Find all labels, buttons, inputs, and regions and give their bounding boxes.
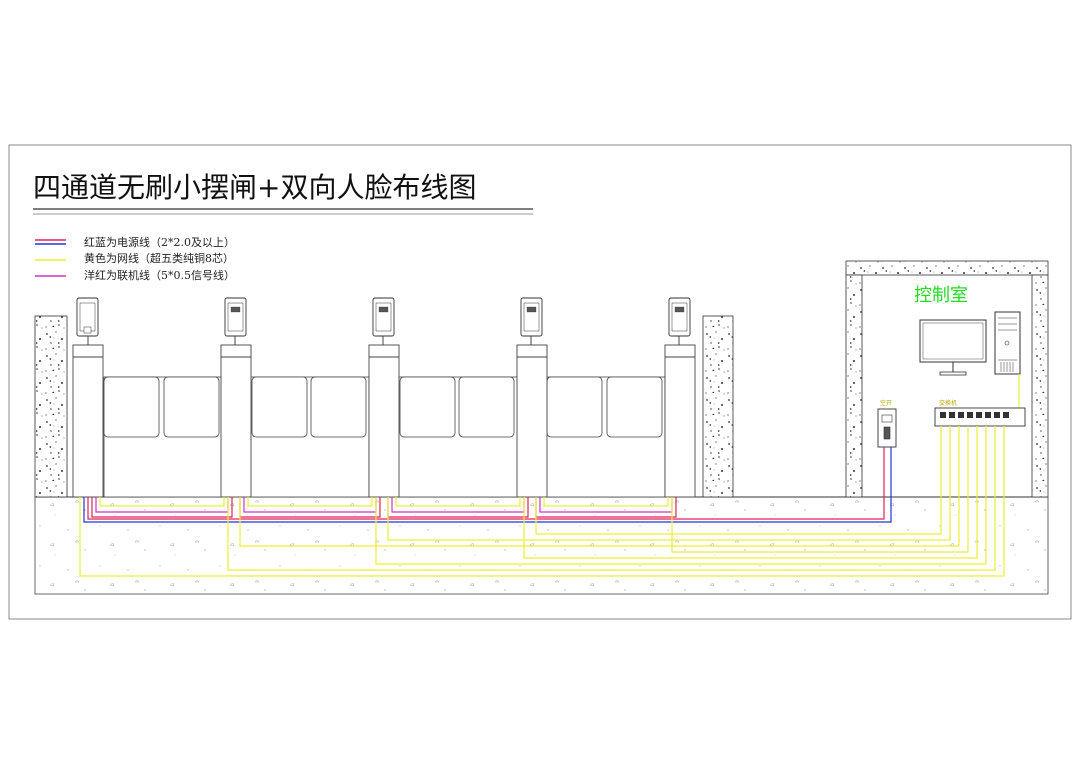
network-link-cable <box>247 497 373 507</box>
control-room-top-wall <box>845 260 1049 276</box>
breaker-icon: 空开 <box>877 399 897 448</box>
control-room-label: 控制室 <box>914 285 968 306</box>
control-room-left-wall <box>845 274 863 498</box>
right-wall <box>702 315 734 498</box>
diagram-title: 四通道无刷小摆闸+双向人脸布线图 <box>33 171 476 204</box>
gate-column <box>220 344 252 498</box>
face-terminal-icon <box>224 297 247 345</box>
face-terminal-icon <box>76 297 99 345</box>
drawing-frame <box>8 144 1072 620</box>
gate-column <box>516 344 548 498</box>
swing-panel <box>546 376 603 438</box>
network-cable <box>79 426 1005 577</box>
face-terminals <box>76 297 691 345</box>
underground-wiring <box>79 426 1005 577</box>
swing-panel <box>606 376 663 438</box>
left-wall <box>34 315 68 498</box>
network-cable <box>523 426 978 559</box>
gate-barriers <box>103 376 666 498</box>
legend: 红蓝为电源线（2*2.0及以上） 黄色为网线（超五类纯铜8芯） 洋红为联机线（5… <box>35 235 235 282</box>
power-red-main <box>87 447 885 520</box>
swing-panel <box>163 376 220 438</box>
gate-columns <box>72 344 696 498</box>
power-blue-main <box>83 447 892 523</box>
swing-panel <box>251 376 308 438</box>
network-link-cable <box>99 497 225 507</box>
control-room: 控制室 <box>845 260 1049 498</box>
network-cable <box>387 426 951 541</box>
face-terminal-icon <box>372 297 395 345</box>
power-red-cable <box>91 497 233 518</box>
legend-network-label: 黄色为网线（超五类纯铜8芯） <box>84 251 234 265</box>
swing-panel <box>399 376 456 438</box>
network-switch-icon: 交换机 <box>934 399 1026 427</box>
legend-power-label: 红蓝为电源线（2*2.0及以上） <box>84 235 235 249</box>
gate-column <box>664 344 696 498</box>
swing-panel <box>103 376 160 438</box>
breaker-label: 空开 <box>880 399 892 407</box>
swing-panel <box>458 376 515 438</box>
face-terminal-icon <box>668 297 691 345</box>
network-cable <box>375 426 987 565</box>
network-cable <box>671 426 969 553</box>
network-link-cable <box>395 497 521 507</box>
gate-column <box>368 344 400 498</box>
network-cable <box>535 426 942 535</box>
legend-link-label: 洋红为联机线（5*0.5信号线） <box>84 268 235 282</box>
computer-tower-icon <box>994 311 1021 375</box>
network-link-cable <box>543 497 669 507</box>
network-cable <box>227 426 996 571</box>
control-room-right-wall <box>1031 274 1049 498</box>
network-cable <box>239 426 960 547</box>
monitor-icon <box>919 319 987 376</box>
gate-column <box>72 344 104 498</box>
face-terminal-icon <box>520 297 543 345</box>
swing-panel <box>310 376 367 438</box>
switch-label: 交换机 <box>939 399 957 407</box>
